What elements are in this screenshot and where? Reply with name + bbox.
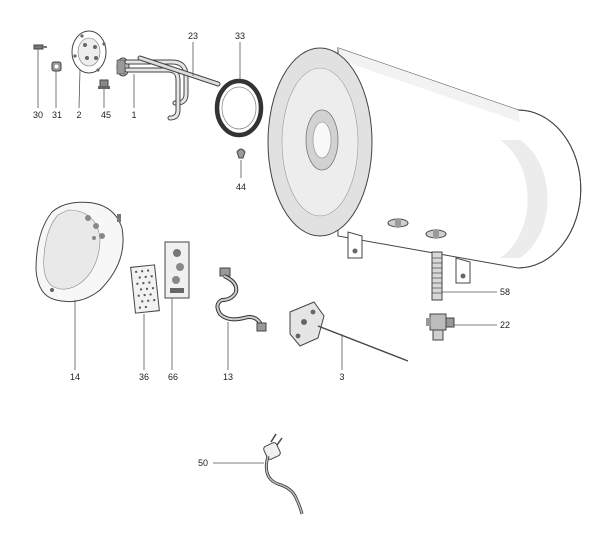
label-part-23: 23 — [188, 31, 198, 41]
label-part-66: 66 — [168, 372, 178, 382]
label-part-3: 3 — [339, 372, 344, 382]
power-cord-part-50 — [213, 433, 304, 515]
flange-plate-part-2 — [71, 30, 107, 109]
thermostat-part-3 — [289, 301, 409, 370]
label-part-50: 50 — [198, 458, 208, 468]
part-labels: 30 31 2 45 1 23 33 44 58 22 14 36 66 13 … — [33, 31, 510, 468]
label-part-14: 14 — [70, 372, 80, 382]
label-part-45: 45 — [101, 110, 111, 120]
valve-part-22 — [426, 313, 497, 341]
label-part-30: 30 — [33, 110, 43, 120]
label-part-33: 33 — [235, 31, 245, 41]
gasket-part-33 — [214, 42, 264, 138]
label-part-31: 31 — [52, 110, 62, 120]
water-heater-tank — [267, 47, 582, 284]
screw-part-30 — [33, 44, 47, 108]
label-part-2: 2 — [76, 110, 81, 120]
anode-rod-part-23 — [137, 42, 221, 87]
fitting-part-45 — [98, 79, 110, 108]
heating-element-part-1 — [116, 57, 189, 121]
label-part-58: 58 — [500, 287, 510, 297]
label-part-22: 22 — [500, 320, 510, 330]
perforated-panel-part-36 — [130, 264, 160, 370]
label-part-44: 44 — [236, 182, 246, 192]
label-part-13: 13 — [223, 372, 233, 382]
wiring-harness-part-13 — [215, 267, 267, 370]
cover-part-14 — [35, 201, 124, 370]
threaded-pipe-part-58 — [431, 251, 497, 301]
clip-part-44 — [236, 148, 246, 178]
control-board-part-66 — [164, 241, 190, 370]
label-part-1: 1 — [131, 110, 136, 120]
label-part-36: 36 — [139, 372, 149, 382]
nut-part-31 — [51, 61, 62, 108]
